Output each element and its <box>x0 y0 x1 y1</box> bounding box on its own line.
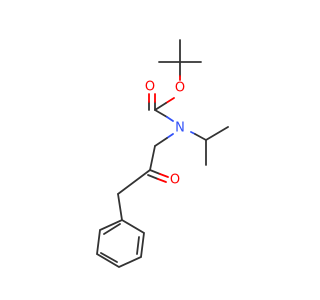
bond-n-ipr-c <box>194 133 207 141</box>
benzene-double-2 <box>100 252 118 263</box>
atom-o-carbonyl: O <box>145 80 155 95</box>
bond-ipr-me1 <box>205 126 229 141</box>
bond-carbonyl-n-c <box>154 109 168 118</box>
structure-canvas: O O N O <box>96 39 229 269</box>
atom-n: N <box>175 121 185 136</box>
bond-ketone-double-a-o <box>159 173 169 178</box>
bond-oester-carbonyl-o <box>165 97 175 104</box>
bond-ketone-benzyl <box>117 169 151 195</box>
bond-ch2-ketone <box>149 145 156 171</box>
bond-benzyl-ring <box>117 193 123 221</box>
benzene-double-3 <box>103 223 121 235</box>
bond-carbonyl-n-n <box>166 116 174 122</box>
benzene-ring <box>96 218 145 269</box>
bond-ketone-double-a-c <box>149 169 161 175</box>
bond-ketone-double-b-c <box>147 174 159 180</box>
bond-ketone-double-b-o <box>157 178 167 183</box>
atom-o-ketone: O <box>170 173 180 188</box>
benzene-double-1 <box>136 236 140 255</box>
atom-o-ester: O <box>175 81 185 96</box>
bond-oester-carbonyl-c <box>154 102 167 111</box>
bond-n-ch2-n <box>166 133 174 139</box>
bond-n-ch2-c <box>154 137 168 147</box>
molecule-drawing: O O N O <box>96 39 229 269</box>
